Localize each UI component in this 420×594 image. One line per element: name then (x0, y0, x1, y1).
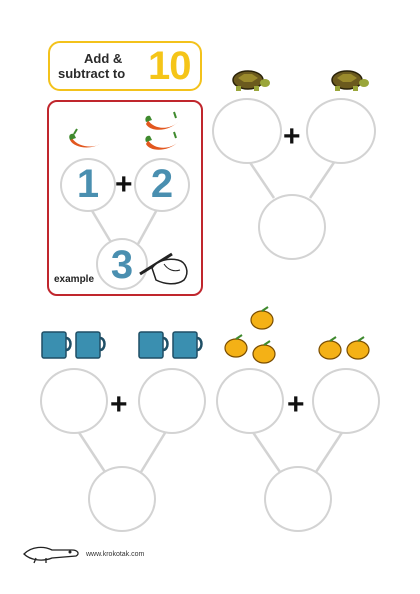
title-line-2: subtract to (58, 66, 126, 81)
answer-circle[interactable] (312, 368, 380, 434)
example-digit-left: 1 (76, 162, 100, 206)
example-circle-left (60, 158, 116, 212)
mug-icon (41, 331, 106, 359)
mug-icon (138, 331, 203, 359)
example-label: example (54, 274, 95, 285)
mango-icon (318, 336, 370, 360)
chili-pepper-icon (145, 111, 178, 150)
plus-sign: + (110, 388, 128, 421)
mango-icon (224, 306, 276, 364)
footer-url[interactable]: www.krokotak.com (86, 551, 145, 558)
plus-sign: + (287, 388, 305, 421)
answer-circle[interactable] (40, 368, 108, 434)
turtle-icon (232, 70, 270, 91)
example-plus-sign: + (115, 168, 133, 201)
answer-circle[interactable] (88, 466, 156, 532)
answer-circle[interactable] (264, 466, 332, 532)
answer-circle[interactable] (306, 98, 376, 164)
title-number: 10 (148, 44, 191, 88)
writing-hand-icon (139, 252, 188, 285)
turtle-icon (331, 70, 369, 91)
example-box (47, 100, 203, 296)
example-digit-result: 3 (110, 243, 134, 287)
worksheet-title-box: Add & subtract to 10 (48, 41, 202, 91)
title-line-1: Add & (84, 51, 123, 66)
answer-circle[interactable] (258, 194, 326, 260)
example-digit-right: 2 (150, 162, 174, 206)
example-circle-right (134, 158, 190, 212)
example-circle-result (96, 238, 148, 290)
answer-circle[interactable] (216, 368, 284, 434)
plus-sign: + (283, 120, 301, 153)
chili-pepper-icon (69, 128, 100, 148)
krokotak-logo-icon (23, 546, 79, 564)
answer-circle[interactable] (138, 368, 206, 434)
answer-circle[interactable] (212, 98, 282, 164)
